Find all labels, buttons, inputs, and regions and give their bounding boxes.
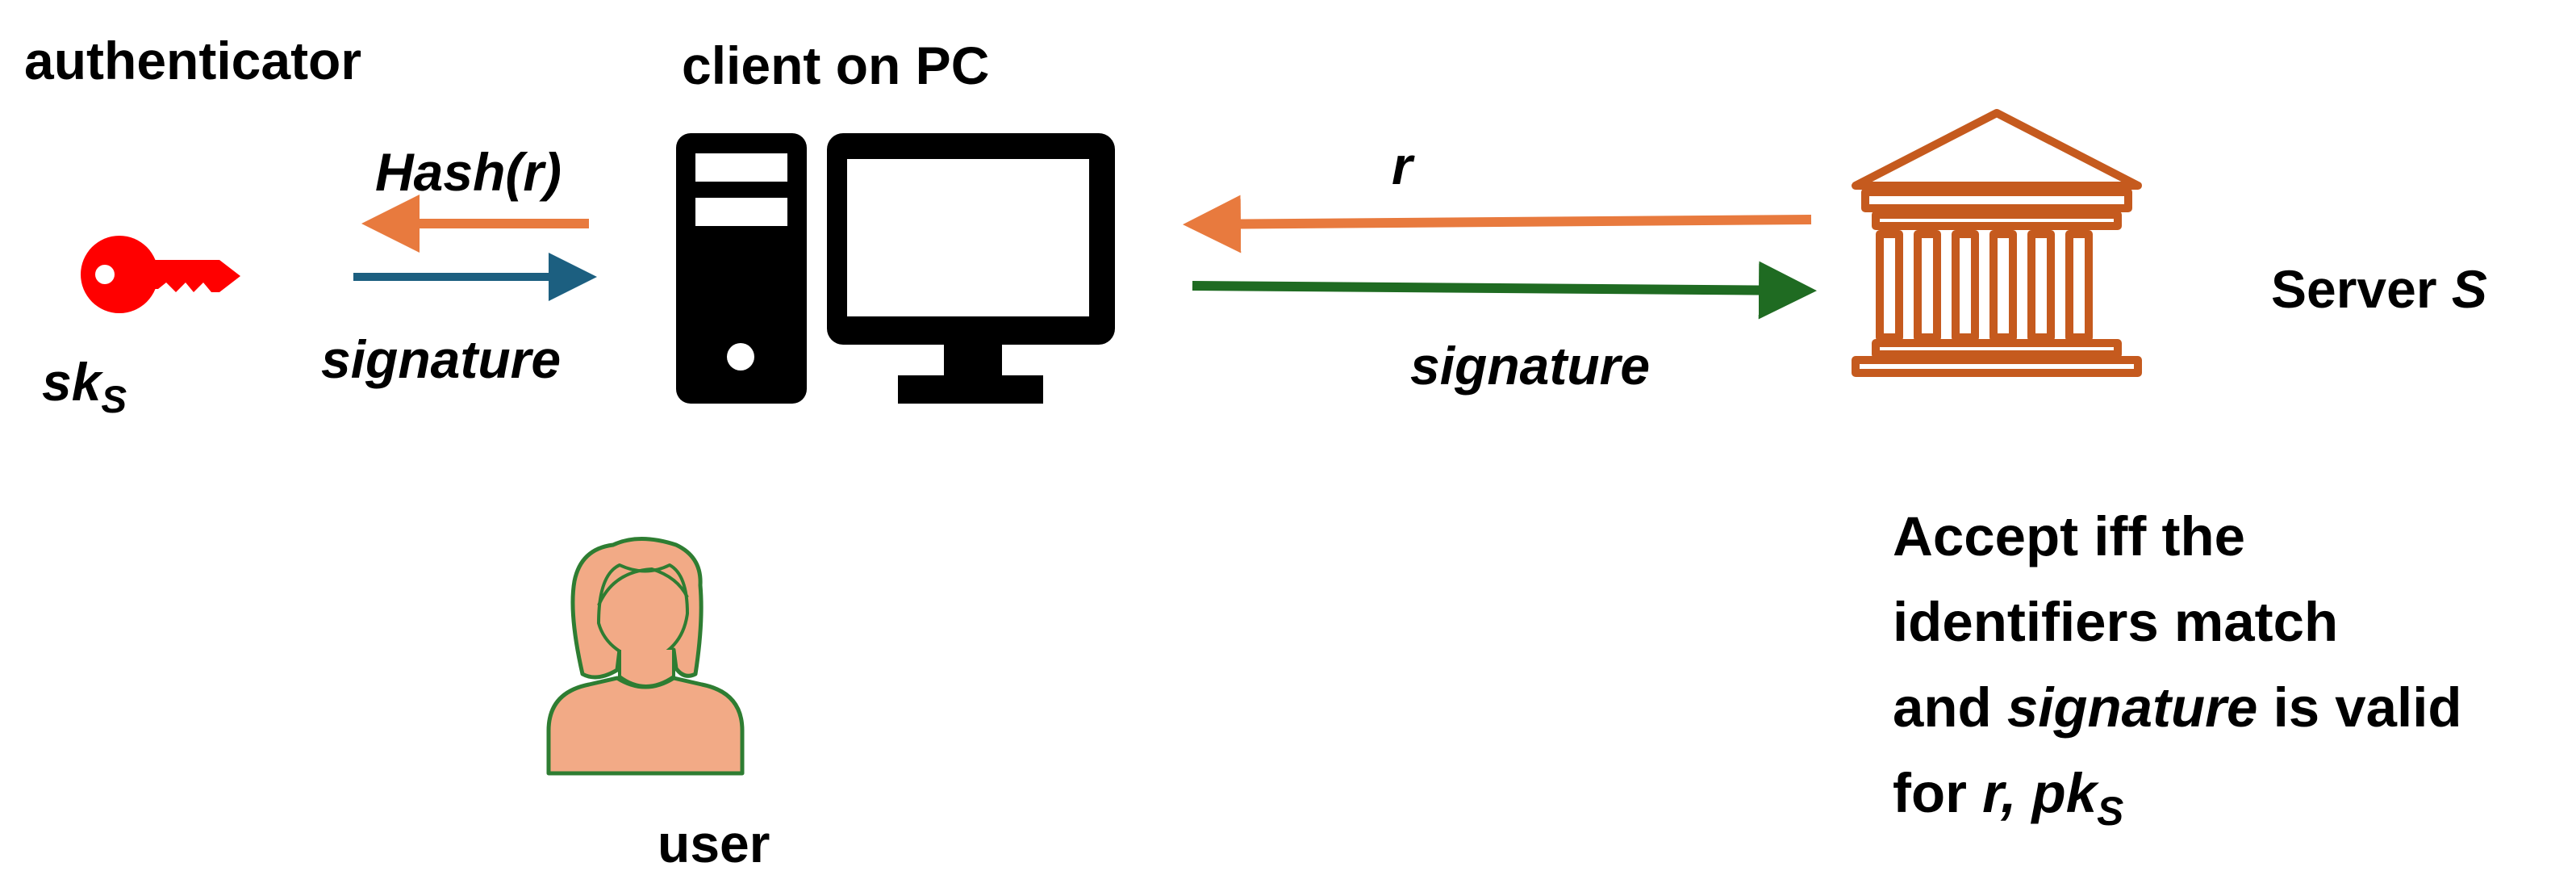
authenticator-label: authenticator <box>24 31 362 90</box>
server-variable: S <box>2451 259 2487 319</box>
note-line-1: Accept iff the <box>1893 505 2246 567</box>
note-line-4-subscript: S <box>2097 788 2124 834</box>
sk-main: sk <box>42 352 102 412</box>
note-line-3-b: signature <box>2006 676 2258 739</box>
note-line-3: and signature is valid <box>1893 680 2462 765</box>
note-line-3-c: is valid <box>2257 676 2462 739</box>
bank-building-icon <box>1852 109 2142 377</box>
signature-arrow-right <box>1192 261 1817 320</box>
hash-label: Hash(r) <box>375 142 562 202</box>
signature-label-right: signature <box>1410 336 1651 396</box>
sk-subscript: S <box>101 379 127 422</box>
user-icon <box>546 537 745 776</box>
r-arrow <box>1183 195 1812 253</box>
note-line-4: for r, pkS <box>1893 765 2462 851</box>
note-line-2: identifiers match <box>1893 591 2339 653</box>
acceptance-note: Accept iff the identifiers match and sig… <box>1893 509 2462 851</box>
server-prefix: Server <box>2271 259 2452 319</box>
note-line-4-a: for <box>1893 762 1983 824</box>
sk-label: skS <box>42 355 127 420</box>
computer-icon <box>676 133 1115 404</box>
key-icon <box>81 236 240 313</box>
r-label: r <box>1392 136 1413 195</box>
client-label: client on PC <box>682 36 990 95</box>
server-label: Server S <box>2271 262 2487 316</box>
signature-label-left: signature <box>321 329 562 389</box>
user-label: user <box>658 814 770 873</box>
note-line-3-a: and <box>1893 676 2007 739</box>
note-line-4-b: r, pk <box>1982 762 2098 824</box>
